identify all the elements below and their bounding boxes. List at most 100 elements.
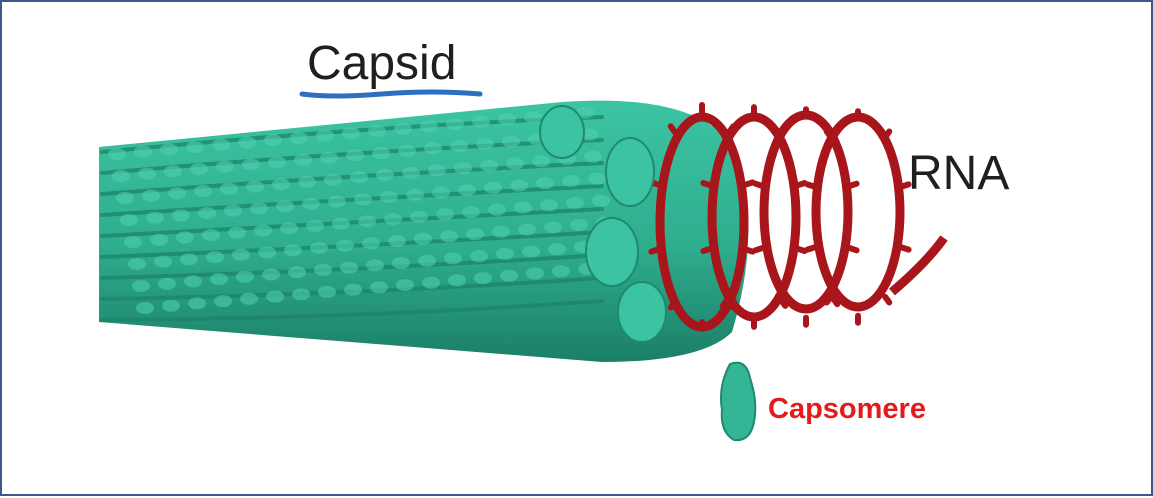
rna-base-tick xyxy=(729,302,733,308)
capsomere-subunit xyxy=(444,252,462,264)
capsomere-subunit xyxy=(526,268,544,280)
rna-base-tick xyxy=(827,297,831,303)
capsomere-subunit xyxy=(186,141,204,153)
rna-base-tick xyxy=(729,126,733,132)
capsomere-subunit xyxy=(398,145,416,157)
capsomere-subunit xyxy=(588,173,606,185)
capsomere-subunit xyxy=(112,170,130,182)
capsomere-subunit xyxy=(506,158,524,170)
capsomere-subunit xyxy=(212,139,230,151)
capsomere-subunit xyxy=(154,256,172,268)
capsomere-subunit xyxy=(552,265,570,277)
rna-base-tick xyxy=(775,299,779,305)
capsid-underline xyxy=(302,92,480,96)
capsomere-subunit xyxy=(306,220,324,232)
capsomere-subunit xyxy=(236,271,254,283)
capsomere-subunit xyxy=(324,174,342,186)
rna-base-tick xyxy=(781,300,785,306)
capsomere-subunit xyxy=(180,253,198,265)
capsomere-subunit xyxy=(380,191,398,203)
capsomere-subunit xyxy=(280,222,298,234)
rna-base-tick xyxy=(807,184,814,186)
capsomere-subunit xyxy=(332,218,350,230)
capsomere-subunit xyxy=(458,184,476,196)
capsomere-subunit xyxy=(298,176,316,188)
capsomere-subunit xyxy=(238,137,256,149)
capsomere-subunit xyxy=(290,132,308,144)
rna-base-tick xyxy=(671,126,675,132)
capsomere-subunit xyxy=(302,198,320,210)
capsomere-subunit xyxy=(350,171,368,183)
capsomere-subunit xyxy=(292,288,310,300)
capsomere-subunit xyxy=(394,123,412,135)
capsomere-subunit xyxy=(432,186,450,198)
capsomere-subunit xyxy=(254,225,272,237)
capsomere-subunit xyxy=(176,231,194,243)
capsomere-subunit xyxy=(392,257,410,269)
capsomere-subunit xyxy=(500,270,518,282)
capsomere-subunit xyxy=(188,297,206,309)
capsomere-subunit xyxy=(246,181,264,193)
capsomere-subunit xyxy=(410,211,428,223)
capsomere-subunit xyxy=(470,250,488,262)
capsomere-subunit xyxy=(184,275,202,287)
capsomere-subunit xyxy=(402,167,420,179)
rna-base-tick xyxy=(833,130,837,136)
capsomere-subunit xyxy=(228,227,246,239)
capsomere-subunit xyxy=(536,177,554,189)
capsomere-subunit xyxy=(584,151,602,163)
capsomere-subunit xyxy=(294,154,312,166)
capsomere-subunit xyxy=(466,228,484,240)
capsomere-subunit xyxy=(366,259,384,271)
capsomere-shape xyxy=(721,363,755,441)
capsomere-subunit xyxy=(268,156,286,168)
capsomere-subunit xyxy=(220,183,238,195)
capsomere-subunit xyxy=(388,235,406,247)
capsomere-subunit xyxy=(216,161,234,173)
capsomere-subunit xyxy=(198,207,216,219)
capsomere-subunit xyxy=(146,212,164,224)
capsomere-subunit xyxy=(510,180,528,192)
rna-base-tick xyxy=(850,184,857,186)
capsomere-subunit xyxy=(540,199,558,211)
capsomere-subunit xyxy=(158,278,176,290)
rna-base-tick xyxy=(755,184,762,186)
capsomere-subunit xyxy=(420,120,438,132)
capsomere-subunit xyxy=(570,219,588,231)
capsomere-subunit xyxy=(284,244,302,256)
capsomere-subunit xyxy=(476,138,494,150)
capsomere-subunit xyxy=(424,142,442,154)
rna-base-tick xyxy=(781,128,785,134)
capsomere-subunit xyxy=(592,195,610,207)
capsomere-subunit xyxy=(202,229,220,241)
capsomere-subunit xyxy=(518,224,536,236)
rna-label: RNA xyxy=(908,146,1009,201)
capsomere-subunit xyxy=(266,291,284,303)
capsomere-subunit xyxy=(488,204,506,216)
capsomere-subunit xyxy=(320,152,338,164)
capsomere-subunit xyxy=(376,169,394,181)
capsomere-subunit xyxy=(142,190,160,202)
capsomere-subunit xyxy=(436,208,454,220)
rna-base-tick xyxy=(651,249,658,251)
rna-base-tick xyxy=(723,300,727,306)
capsomere-subunit xyxy=(128,258,146,270)
capsomere-subunit xyxy=(522,246,540,258)
capsomere-subunit xyxy=(498,114,516,126)
capsomere-subunit xyxy=(544,221,562,233)
capsomere-subunit xyxy=(162,300,180,312)
rna-base-tick xyxy=(807,247,814,249)
rna-base-tick xyxy=(703,183,710,185)
capsomere-subunit xyxy=(138,168,156,180)
capsomere-subunit xyxy=(194,185,212,197)
capsomere-subunit xyxy=(310,242,328,254)
rna-base-tick xyxy=(755,248,762,250)
capsomere-subunit xyxy=(524,111,542,123)
capsomere-subunit xyxy=(160,143,178,155)
capsomere-subunit xyxy=(318,286,336,298)
capsomere-subunit xyxy=(124,236,142,248)
capsomere-subunit xyxy=(288,266,306,278)
capsomere-subunit xyxy=(414,233,432,245)
capsomere-subunit xyxy=(462,206,480,218)
